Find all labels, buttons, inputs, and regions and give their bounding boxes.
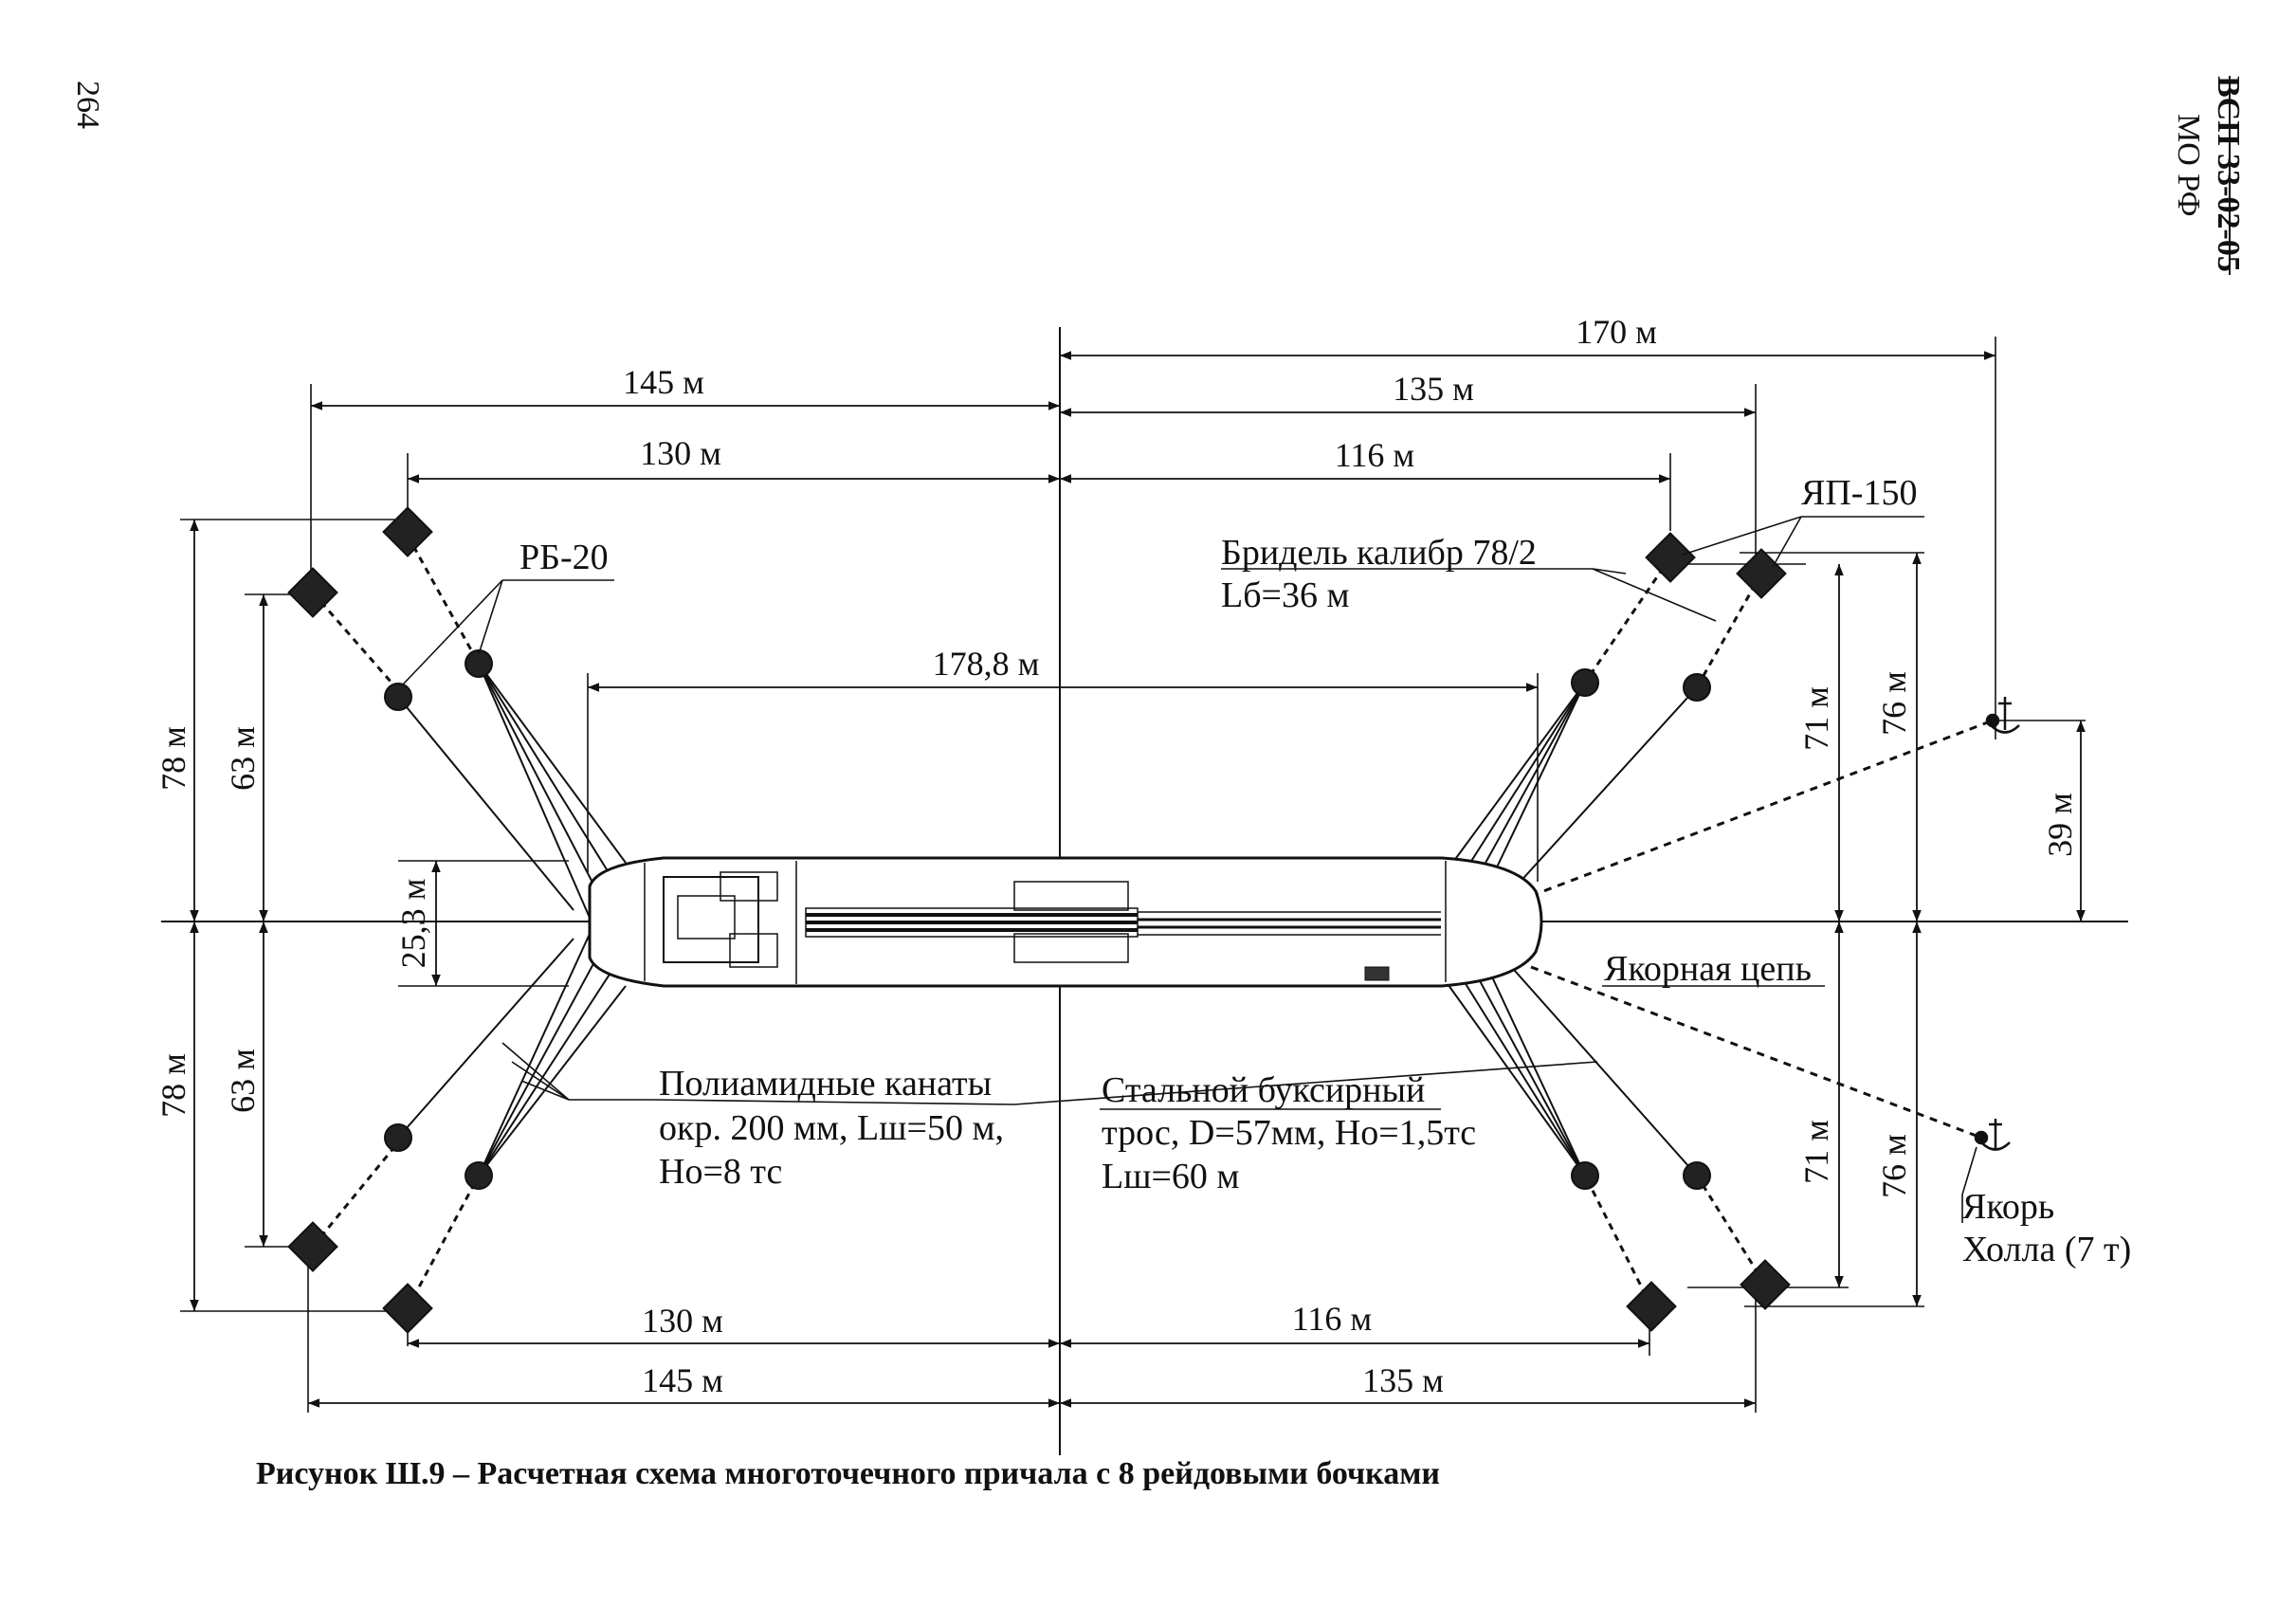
ship <box>588 856 1543 988</box>
dim-top-left-outer: 145 м <box>623 363 704 401</box>
buoy <box>465 1161 493 1190</box>
label-poly-2: окр. 200 мм, Lш=50 м, <box>659 1108 1004 1148</box>
label-bridle-2: Lб=36 м <box>1221 575 1350 615</box>
dim-left-lower-inner: 63 м <box>224 1049 262 1113</box>
dim-right-upper-outer: 76 м <box>1875 671 1913 736</box>
dim-anchor-offset: 39 м <box>2041 793 2079 857</box>
buoy <box>1683 1161 1711 1190</box>
anchor-icon <box>1974 1119 2011 1151</box>
buoy <box>384 1123 412 1152</box>
dim-right-upper-inner: 71 м <box>1797 686 1835 751</box>
label-anchor-2: Холла (7 т) <box>1962 1230 2131 1269</box>
dim-top-left-inner: 130 м <box>640 434 721 472</box>
dim-bottom-right-inner: 116 м <box>1292 1300 1372 1338</box>
anchor-block <box>1645 532 1696 583</box>
label-anchor-1: Якорь <box>1962 1187 2054 1227</box>
figure-caption: Рисунок Ш.9 – Расчетная схема многоточеч… <box>256 1456 1440 1491</box>
buoy <box>1571 1161 1599 1190</box>
label-steel-1: Стальной буксирный <box>1102 1070 1425 1110</box>
label-bridle-1: Бридель калибр 78/2 <box>1221 533 1537 573</box>
dimension-lines <box>190 351 2086 1408</box>
buoy <box>465 649 493 678</box>
anchor-block <box>382 506 433 557</box>
buoy <box>384 683 412 711</box>
anchor-block <box>1740 1259 1791 1310</box>
anchor-block <box>382 1283 433 1334</box>
buoy <box>1571 668 1599 697</box>
dim-left-upper-inner: 63 м <box>224 726 262 791</box>
anchor-blocks <box>287 506 1791 1334</box>
buoys <box>384 649 1711 1190</box>
anchor-block <box>1626 1281 1677 1332</box>
dim-bottom-right-outer: 135 м <box>1362 1361 1444 1399</box>
anchor-block <box>287 567 338 618</box>
ship-superstructure <box>663 876 759 963</box>
anchor-chains <box>1530 719 1994 1140</box>
anchor-icon <box>1985 697 2020 734</box>
dim-left-lower-outer: 78 м <box>155 1053 192 1118</box>
dim-top-right-inner: 116 м <box>1335 436 1414 474</box>
header-code: ВСП 33-02-05 <box>2211 76 2246 272</box>
dim-right-lower-inner: 71 м <box>1797 1120 1835 1184</box>
label-yp150: ЯП-150 <box>1801 473 1917 513</box>
dim-top-anchor: 170 м <box>1576 313 1657 351</box>
label-chain: Якорная цепь <box>1604 949 1812 989</box>
label-poly-3: Hо=8 тс <box>659 1152 782 1192</box>
label-poly-1: Полиамидные канаты <box>659 1064 992 1104</box>
label-steel-2: трос, D=57мм, Hо=1,5тс <box>1102 1113 1476 1153</box>
header-org: МО РФ <box>2171 114 2206 216</box>
dim-left-upper-outer: 78 м <box>155 726 192 791</box>
buoy <box>1683 673 1711 702</box>
dim-top-right-outer: 135 м <box>1393 370 1474 408</box>
label-rb20: РБ-20 <box>519 538 609 577</box>
label-steel-3: Lш=60 м <box>1102 1157 1239 1196</box>
bridles <box>311 535 1767 1309</box>
mooring-lines <box>397 663 1698 1177</box>
anchor-block <box>1736 548 1787 599</box>
dim-bottom-left-outer: 145 м <box>642 1361 723 1399</box>
dim-right-lower-outer: 76 м <box>1875 1134 1913 1198</box>
dim-ship-width: 25,3 м <box>394 879 432 969</box>
leader-lines <box>402 516 1977 1223</box>
anchor-block <box>287 1221 338 1272</box>
dim-bottom-left-inner: 130 м <box>642 1302 723 1340</box>
dim-ship-length: 178,8 м <box>933 645 1040 683</box>
page-number: 264 <box>70 81 105 129</box>
